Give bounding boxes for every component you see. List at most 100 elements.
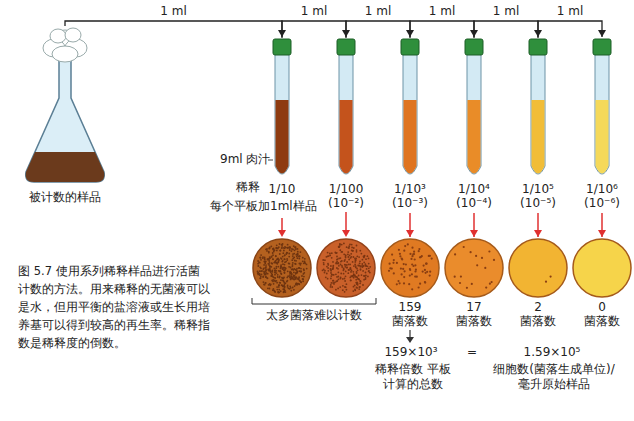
tube-glass	[339, 54, 353, 174]
colony	[281, 284, 283, 286]
colony	[363, 265, 365, 267]
colony	[287, 280, 289, 282]
colony	[454, 276, 456, 278]
colony	[346, 267, 348, 269]
colony	[294, 247, 296, 249]
colony	[276, 282, 278, 284]
colony	[389, 263, 391, 265]
dilution-label: (10⁻⁵)	[518, 196, 558, 210]
colony	[297, 257, 299, 259]
tube-glass	[403, 54, 417, 174]
node-shape	[20, 26, 110, 188]
colony	[361, 263, 363, 265]
colony	[257, 263, 259, 265]
colony	[330, 268, 332, 270]
colony	[286, 252, 288, 254]
colony	[264, 257, 266, 259]
colony	[276, 286, 278, 288]
colony-texture	[388, 243, 433, 290]
plating-arrow	[345, 212, 347, 231]
colony	[284, 258, 286, 260]
colony	[282, 277, 284, 279]
colony	[344, 280, 346, 282]
colony	[338, 258, 340, 260]
colony	[278, 259, 280, 261]
cotton-puff	[52, 46, 78, 62]
colony	[463, 246, 465, 248]
dilution-label: (10⁻⁶)	[582, 196, 622, 210]
tube-glass	[531, 54, 545, 174]
colony	[289, 247, 291, 249]
colony	[332, 268, 334, 270]
colony	[344, 278, 346, 280]
colony	[337, 263, 339, 265]
node-shape	[464, 38, 484, 180]
colony	[272, 281, 274, 283]
colony	[285, 282, 287, 284]
colony	[271, 256, 273, 258]
colony	[257, 260, 259, 262]
colony	[396, 283, 398, 285]
colony	[300, 262, 302, 264]
colony	[289, 271, 291, 273]
colony	[287, 284, 289, 286]
bracket-label: 太多菌落难以计数	[254, 308, 374, 323]
colony	[295, 263, 297, 265]
colony	[271, 255, 273, 257]
colony	[272, 289, 274, 291]
colony	[354, 288, 356, 290]
colony	[273, 251, 275, 253]
colony	[283, 285, 285, 287]
colony-count: 17	[444, 300, 504, 314]
colony	[300, 282, 302, 284]
colony	[353, 265, 355, 267]
arrow-head	[534, 230, 542, 237]
colony	[291, 250, 293, 252]
colony	[284, 247, 286, 249]
colony	[290, 278, 292, 280]
petri-plate	[317, 239, 375, 297]
colony	[337, 268, 339, 270]
colony	[289, 277, 291, 279]
connector	[346, 21, 414, 38]
colony	[399, 282, 401, 284]
edge-label: 1 ml	[555, 4, 585, 18]
colony	[423, 265, 425, 267]
colony	[337, 262, 339, 264]
colony	[297, 278, 299, 280]
colony	[279, 243, 281, 245]
count-unit: 菌落数	[572, 314, 632, 328]
colony	[275, 260, 277, 262]
colony	[291, 277, 293, 279]
edge-label: 1 ml	[363, 4, 393, 18]
colony	[299, 255, 301, 257]
colony	[259, 266, 261, 268]
colony	[287, 270, 289, 272]
colony	[271, 262, 273, 264]
colony	[484, 267, 486, 269]
colony	[330, 286, 332, 288]
colony	[290, 290, 292, 292]
colony	[263, 261, 265, 263]
colony	[342, 285, 344, 287]
edge-label: 1 ml	[491, 4, 521, 18]
colony	[297, 254, 299, 256]
colony	[350, 280, 352, 282]
colony	[355, 276, 357, 278]
colony	[349, 268, 351, 270]
colony	[403, 250, 405, 252]
colony	[329, 253, 331, 255]
colony	[414, 270, 416, 272]
colony	[361, 274, 363, 276]
count-unit: 菌落数	[380, 314, 440, 328]
colony	[365, 258, 367, 260]
connector	[282, 21, 350, 38]
colony	[289, 276, 291, 278]
colony	[267, 258, 269, 260]
node-shape	[508, 238, 568, 298]
colony	[298, 267, 300, 269]
colony	[293, 274, 295, 276]
colony	[264, 258, 266, 260]
colony	[273, 283, 275, 285]
colony	[471, 283, 473, 285]
